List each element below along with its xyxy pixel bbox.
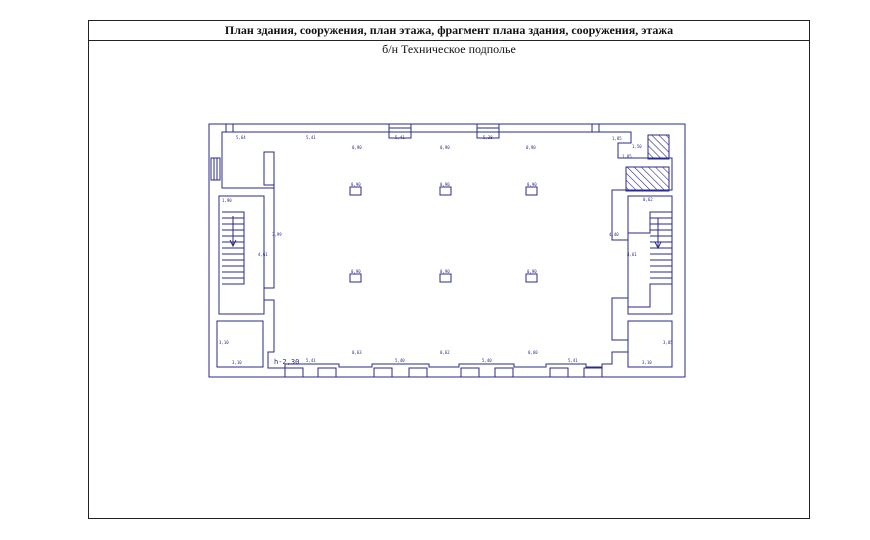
dim-label: 4,61: [258, 252, 268, 257]
window-bottom: [549, 367, 569, 378]
window-bottom: [583, 367, 603, 378]
right-room: [627, 320, 673, 368]
dim-label: 0,90: [440, 182, 450, 187]
dim-label: 5,40: [482, 358, 492, 363]
outer-boundary: [208, 123, 686, 378]
dim-label: 3,10: [232, 360, 242, 365]
dim-label: 0,60: [528, 350, 538, 355]
column: [525, 273, 538, 283]
window-bottom: [494, 367, 514, 378]
sheet-title: План здания, сооружения, план этажа, фра…: [89, 21, 809, 41]
hatched-shaft: [647, 134, 670, 160]
drawing-frame: План здания, сооружения, план этажа, фра…: [88, 20, 810, 519]
floor-name: б/н Техническое подполье: [382, 42, 516, 56]
dim-label: 0,90: [351, 269, 361, 274]
dim-label: 0,62: [440, 350, 450, 355]
dim-label: 5,41: [395, 135, 405, 140]
dim-label: 5,41: [568, 358, 578, 363]
hatched-block: [625, 166, 670, 192]
dim-label: 3,99: [272, 232, 282, 237]
column: [525, 186, 538, 196]
left-stair-arrow: [229, 216, 237, 248]
right-stair-arrow: [654, 218, 662, 250]
dim-label: 0,90: [352, 145, 362, 150]
dim-label: 4,61: [627, 252, 637, 257]
dim-label: 5,41: [306, 358, 316, 363]
dim-label: 5,40: [395, 358, 405, 363]
dim-label: 3,10: [642, 360, 652, 365]
dim-label: 0,90: [440, 269, 450, 274]
dim-label: 1,85: [612, 136, 622, 141]
entrance-left: [210, 157, 221, 181]
vent-top-left: [225, 124, 234, 132]
dim-label: 5,64: [236, 135, 246, 140]
window-bottom: [373, 367, 393, 378]
dim-label: 5,41: [306, 135, 316, 140]
left-room: [216, 320, 264, 368]
window-bottom: [460, 367, 480, 378]
dim-label: 0,90: [440, 145, 450, 150]
dim-label: 1,50: [632, 144, 642, 149]
interior-wall-outline: [221, 131, 673, 369]
window-bottom: [408, 367, 428, 378]
right-stair-steps: [650, 211, 672, 279]
dim-label: 5,38: [483, 135, 493, 140]
column: [349, 186, 362, 196]
column: [349, 273, 362, 283]
column: [439, 186, 452, 196]
dim-label: 0,90: [527, 182, 537, 187]
dim-label: 0,90: [526, 145, 536, 150]
dim-label: 0,90: [351, 182, 361, 187]
dim-label: 4,40: [609, 232, 619, 237]
dim-label: 3,10: [219, 340, 229, 345]
dim-label: 3,05: [663, 340, 673, 345]
right-stair-shaft: [627, 195, 673, 315]
dim-label: 0,62: [643, 197, 653, 202]
level-mark: h-2,30: [274, 358, 299, 366]
dim-label: 1,85: [622, 154, 632, 159]
dim-label: 0,63: [352, 350, 362, 355]
window-bottom: [317, 367, 337, 378]
dim-label: 0,90: [527, 269, 537, 274]
window-bottom: [284, 367, 304, 378]
left-stair-shaft: [218, 195, 265, 315]
dim-label: 1,90: [222, 198, 232, 203]
vent-top-right: [591, 124, 600, 132]
column: [439, 273, 452, 283]
